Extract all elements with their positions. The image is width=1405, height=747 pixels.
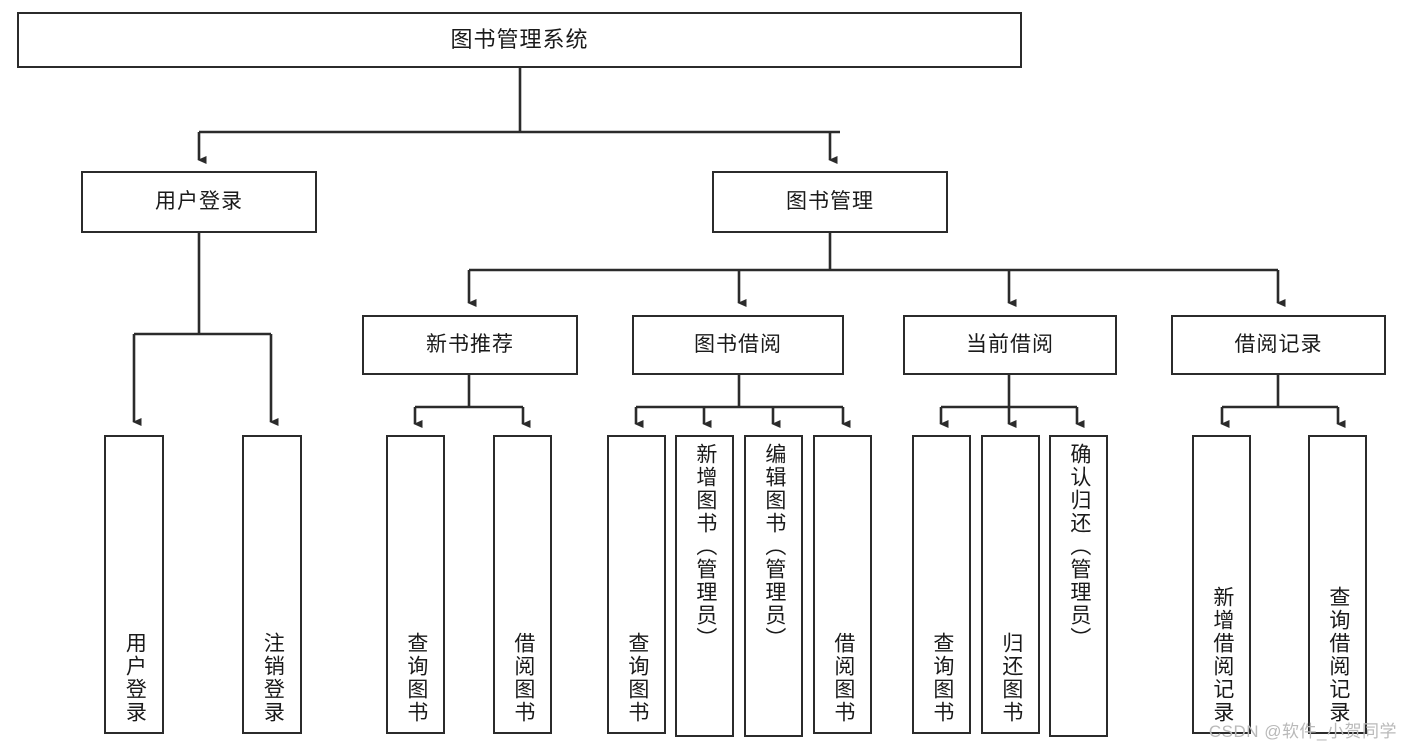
- leaf-query-borrow-record-label: 查询借阅记录: [1326, 586, 1350, 724]
- node-borrow-record[interactable]: 借阅记录: [1171, 315, 1386, 375]
- node-book-borrow-label: 图书借阅: [694, 333, 782, 357]
- node-root-label: 图书管理系统: [450, 26, 589, 52]
- node-book-borrow[interactable]: 图书借阅: [632, 315, 844, 375]
- leaf-add-book-label: 新增图书（管理员）: [693, 443, 717, 650]
- leaf-query-book-borrow-label: 查询图书: [625, 632, 649, 724]
- leaf-borrow-book-label: 借阅图书: [831, 632, 855, 724]
- leaf-confirm-return-label: 确认归还（管理员）: [1067, 443, 1091, 650]
- leaf-query-borrow-record[interactable]: 查询借阅记录: [1308, 435, 1367, 734]
- leaf-add-book[interactable]: 新增图书（管理员）: [675, 435, 734, 737]
- leaf-user-login[interactable]: 用户登录: [104, 435, 164, 734]
- node-user-login[interactable]: 用户登录: [81, 171, 317, 233]
- leaf-confirm-return[interactable]: 确认归还（管理员）: [1049, 435, 1108, 737]
- node-new-book-recommend[interactable]: 新书推荐: [362, 315, 578, 375]
- leaf-borrow-book-recommend-label: 借阅图书: [511, 632, 535, 724]
- node-current-borrow[interactable]: 当前借阅: [903, 315, 1117, 375]
- leaf-query-book-current-label: 查询图书: [930, 632, 954, 724]
- node-new-book-recommend-label: 新书推荐: [426, 333, 514, 357]
- csdn-watermark: CSDN @软件_小贺同学: [1208, 722, 1397, 741]
- leaf-logout-login[interactable]: 注销登录: [242, 435, 302, 734]
- leaf-add-borrow-record[interactable]: 新增借阅记录: [1192, 435, 1251, 734]
- leaf-query-book-recommend[interactable]: 查询图书: [386, 435, 445, 734]
- leaf-borrow-book[interactable]: 借阅图书: [813, 435, 872, 734]
- leaf-user-login-label: 用户登录: [123, 632, 147, 724]
- node-root[interactable]: 图书管理系统: [17, 12, 1022, 68]
- leaf-query-book-current[interactable]: 查询图书: [912, 435, 971, 734]
- leaf-return-book-label: 归还图书: [999, 632, 1023, 724]
- leaf-edit-book[interactable]: 编辑图书（管理员）: [744, 435, 803, 737]
- leaf-logout-login-label: 注销登录: [261, 632, 285, 724]
- leaf-add-borrow-record-label: 新增借阅记录: [1210, 586, 1234, 724]
- node-book-management[interactable]: 图书管理: [712, 171, 948, 233]
- node-book-management-label: 图书管理: [786, 190, 874, 214]
- node-user-login-label: 用户登录: [155, 190, 243, 214]
- node-borrow-record-label: 借阅记录: [1234, 333, 1323, 357]
- leaf-edit-book-label: 编辑图书（管理员）: [762, 443, 786, 650]
- leaf-query-book-recommend-label: 查询图书: [404, 632, 428, 724]
- leaf-query-book-borrow[interactable]: 查询图书: [607, 435, 666, 734]
- leaf-borrow-book-recommend[interactable]: 借阅图书: [493, 435, 552, 734]
- leaf-return-book[interactable]: 归还图书: [981, 435, 1040, 734]
- node-current-borrow-label: 当前借阅: [966, 333, 1054, 357]
